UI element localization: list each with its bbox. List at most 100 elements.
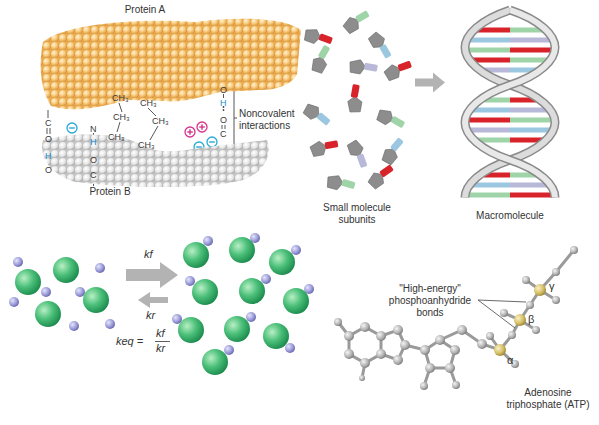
double-helix-g-path [465,10,555,198]
text-label: O [90,155,97,165]
double-helix-g-path [465,10,555,198]
atp-atoms-circle [532,326,540,334]
protein-blob-path [42,134,269,187]
bound-complexes-circle [202,349,228,375]
protein-blob [35,2,305,120]
leader-lines [478,300,526,328]
atp-atoms-circle [445,363,455,373]
leader-lines-line [478,300,515,328]
chemical-bonds-line [117,122,120,132]
bound-complexes-circle [283,288,309,314]
atp-atoms-circle [450,345,460,355]
free-molecules-circle [53,257,79,283]
double-helix-g-line [467,128,510,133]
subunit-scatter-use [348,58,378,77]
bound-complexes-circle [246,312,256,322]
text-label: C [90,170,97,180]
atp-atoms-circle [514,314,526,326]
bound-complexes-circle [224,316,250,342]
macromolecule: Macromolecule [445,5,575,223]
charge-symbols-use [185,127,195,137]
free-molecules-circle [41,287,51,297]
bound-complexes-circle [183,242,209,268]
double-helix-g-path [465,10,555,198]
text-label: CH₃ [140,98,157,108]
text-label: kf [156,327,165,339]
chemical-bonds-line [48,110,49,118]
atp-atoms-circle [420,382,428,390]
double-helix-g-line [510,193,555,198]
text-label: CH₃ [108,132,125,142]
double-helix-g-line [465,48,510,53]
chemical-bonds-line [47,128,48,134]
bound-complexes-circle [185,276,195,286]
bound-complexes-circle [269,249,295,275]
text-label: O [45,165,52,175]
subunit-group: Small molecule subunits [298,12,415,224]
text-label: C [220,129,227,139]
bound-complexes-circle [178,317,204,343]
atp-atoms-circle [359,375,365,381]
chemical-bonds-line [225,125,226,129]
subunit-scatter-use [346,84,365,114]
hydrogen-bond-dots-circle [223,109,225,111]
free-molecules-circle [83,287,109,313]
text-label: CH₃ [112,93,129,103]
text-label: O [45,134,52,144]
double-helix-g-line [510,38,553,43]
text-label: Noncovalent interactions [239,108,309,132]
atp-bonds [338,250,574,386]
atp-atoms-circle [508,331,516,339]
chemical-bonds-line [222,125,223,129]
free-molecules-circle [15,269,41,295]
bound-complexes [172,233,314,375]
text-label: kr [156,342,165,354]
free-molecules-circle [13,257,23,267]
text-label: H [90,137,97,147]
double-helix-g-line [510,48,555,53]
subunit-scatter [298,12,415,197]
charge-symbols-use [207,137,217,147]
bound-complexes-circle [224,345,234,355]
subunit-scatter-use [366,163,397,191]
text-label: CH₃ [138,140,155,150]
bound-complexes-circle [203,236,213,246]
free-molecules [9,257,115,331]
text-label: H [220,98,227,108]
text-label: β [528,313,534,325]
protein-a: Protein A [35,2,305,120]
atp-atoms-circle [393,325,403,335]
double-helix-g-line [510,128,553,133]
bound-complexes-circle [263,323,289,349]
charge-symbols-use [197,122,207,132]
atp-atoms-circle [552,296,560,304]
free-molecules-circle [69,321,79,331]
charge-symbols-use [67,123,77,133]
subunit-scatter-use [309,44,335,75]
node-label: Small molecule subunits [312,202,402,226]
atp-atoms-circle [526,301,534,309]
double-helix-g-line [465,118,510,123]
node-label: Protein A [115,4,175,16]
reverse-arrow [138,292,168,308]
atp-atoms [334,246,578,390]
text-label: N [90,124,97,134]
atp-atoms-circle [452,381,460,389]
free-molecules-circle [95,263,105,273]
double-helix-g-line [467,38,510,43]
subunit-scatter-use [383,59,414,82]
text-label: Adenosine triphosphate (ATP) [500,387,596,411]
fraction-bar [155,341,170,342]
subunit-scatter-use [379,136,408,166]
free-molecules-circle [105,319,115,329]
node-label: Protein B [80,186,140,198]
subunit-scatter-use [302,101,332,130]
text-label: C [45,118,52,128]
subunit-scatter-use [347,139,370,170]
atp-atoms-circle [425,363,435,373]
text-label: "High-energy" phosphoanhydride bonds [380,283,480,319]
subunit-scatter-use [367,30,393,61]
atp-atoms-circle [494,344,506,356]
bound-complexes-circle [239,278,265,304]
atp-atoms-circle [376,331,386,341]
